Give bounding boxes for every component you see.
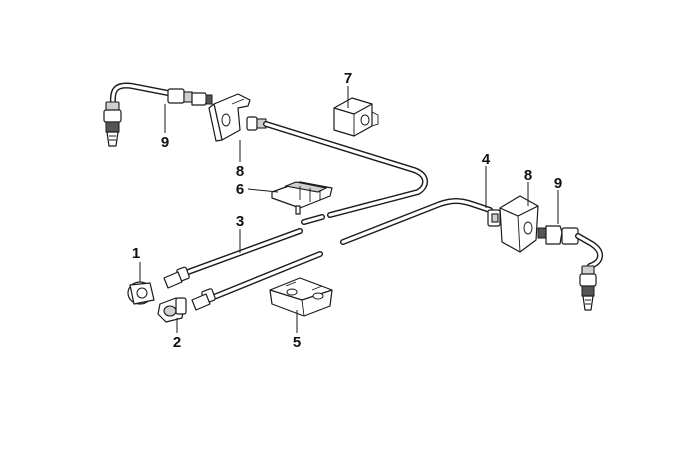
union-nut-part-2	[157, 297, 187, 323]
callout-6: 6	[236, 181, 244, 198]
callout-9-left: 9	[161, 134, 169, 151]
brake-hose-left	[103, 82, 213, 147]
clip-part-7	[333, 97, 379, 137]
clip-part-5	[269, 277, 333, 317]
callout-5: 5	[293, 334, 301, 351]
callout-7: 7	[344, 70, 352, 87]
leader-lines	[139, 86, 559, 333]
bracket-right	[487, 195, 539, 253]
bracket-left	[208, 93, 251, 142]
callout-3: 3	[236, 213, 244, 230]
callout-8-left: 8	[236, 163, 244, 180]
callout-8-right: 8	[524, 167, 532, 184]
clip-part-6	[271, 181, 333, 215]
callout-4: 4	[482, 151, 491, 168]
brake-hose-right	[537, 225, 603, 311]
callout-9-right: 9	[554, 175, 562, 192]
callout-1: 1	[132, 245, 140, 262]
brake-line-upper	[246, 116, 493, 245]
callout-2: 2	[173, 334, 181, 351]
brake-lines-part-3	[163, 228, 323, 311]
callouts: 1 2 3 4 5 6 7 8 8 9 9	[132, 70, 562, 351]
union-nut-part-1	[127, 281, 155, 305]
